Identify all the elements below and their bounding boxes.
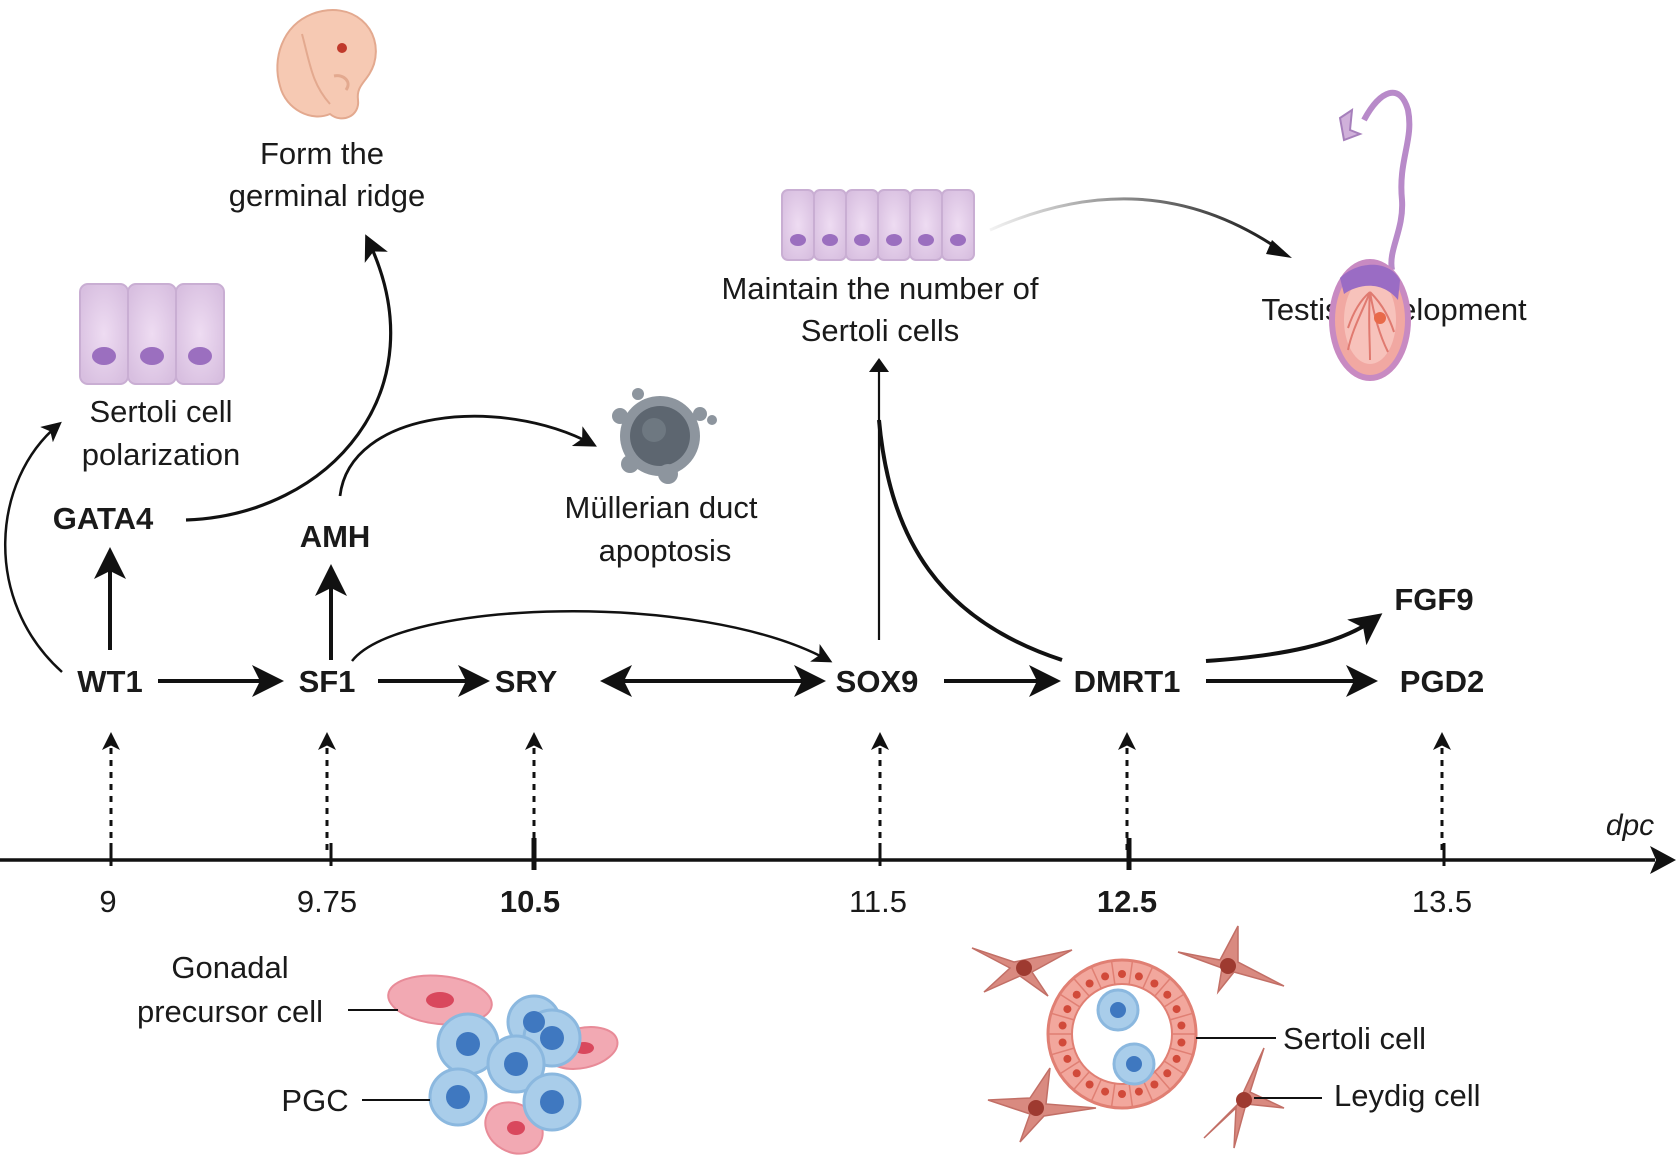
- arrow-amh-mullerian: [338, 414, 597, 497]
- time-axis: dpc 9 9.75 10.5 11.5 12.5 13.5: [0, 809, 1676, 919]
- tubule-cell-border: [1050, 1047, 1075, 1056]
- tubule-sertoli-nucleus: [1163, 990, 1172, 999]
- label-germinal-ridge-line2: germinal ridge: [229, 178, 425, 213]
- gene-sry: SRY: [495, 664, 558, 699]
- tubule-sertoli-nucleus: [1150, 979, 1159, 988]
- gene-amh: AMH: [300, 519, 371, 554]
- tubule-sertoli-nucleus: [1063, 1005, 1072, 1014]
- label-mullerian-line1: Müllerian duct: [565, 490, 758, 525]
- regulation-arrows: [4, 197, 1383, 697]
- gene-gata4: GATA4: [53, 501, 154, 536]
- arrow-dmrt1-fgf9: [1205, 613, 1383, 663]
- tubule-sertoli-nucleus: [1172, 1005, 1181, 1014]
- tubule-sertoli-nucleus: [1177, 1038, 1186, 1047]
- axis-arrowhead: [1650, 846, 1676, 874]
- dotted-arrows: [102, 732, 1451, 850]
- tubule-sertoli-nucleus: [1177, 1021, 1186, 1030]
- arrow-dmrt1-maintain-sertoli: [877, 419, 1063, 662]
- tubule-sertoli-nucleus: [1134, 1087, 1143, 1096]
- label-mullerian-line2: apoptosis: [599, 533, 732, 568]
- tubule-cell-border: [1169, 1012, 1194, 1021]
- tubule-sertoli-nucleus: [1134, 972, 1143, 981]
- tick-label-9: 9: [99, 884, 116, 919]
- seminiferous-tubule-icon: [1046, 958, 1198, 1110]
- tubule-sertoli-nucleus: [1163, 1069, 1172, 1078]
- gene-wt1: WT1: [77, 664, 142, 699]
- tubule-cell-border: [1072, 977, 1090, 997]
- embryo-icon: [276, 9, 377, 120]
- tubule-cell-border: [1090, 966, 1102, 989]
- tubule-sertoli-nucleus: [1058, 1038, 1067, 1047]
- label-sertoli-polarization-line1: Sertoli cell: [90, 394, 233, 429]
- legend-gonadal-precursor-line2: precursor cell: [137, 994, 323, 1029]
- tubule-cell-border: [1154, 977, 1172, 997]
- tubule-cell-border: [1163, 993, 1185, 1008]
- tubule-cell-border: [1059, 1060, 1081, 1075]
- tubule-sertoli-nucleus: [1085, 979, 1094, 988]
- sertoli-maintain-cells-icon: [781, 189, 975, 261]
- arrow-testis-head: [1266, 240, 1292, 258]
- tubule-sertoli-nucleus: [1072, 1069, 1081, 1078]
- tubule-cell-border: [1163, 1060, 1185, 1075]
- tick-label-13-5: 13.5: [1412, 884, 1472, 919]
- arrow-sertoli-testis: [989, 197, 1284, 254]
- tick-label-10-5: 10.5: [500, 884, 560, 919]
- tubule-sertoli-nucleus: [1118, 970, 1126, 978]
- tubule-sertoli-nucleus: [1063, 1054, 1072, 1063]
- sertoli-polarization-cells-icon: [79, 283, 225, 385]
- tubule-cell-border: [1090, 1079, 1102, 1102]
- testis-cell-legend: Sertoli cell Leydig cell: [1196, 1021, 1480, 1113]
- gene-dmrt1: DMRT1: [1074, 664, 1181, 699]
- gene-sox9: SOX9: [836, 664, 919, 699]
- germ-cell-cluster-icon: [387, 974, 619, 1155]
- tick-label-9-75: 9.75: [297, 884, 357, 919]
- tubule-cell-border: [1110, 960, 1116, 985]
- tubule-cell-border: [1154, 1071, 1172, 1091]
- legend-pgc: PGC: [281, 1083, 348, 1118]
- tick-label-11-5: 11.5: [849, 884, 907, 919]
- germ-cell-legend: Gonadal precursor cell PGC: [137, 950, 430, 1118]
- testis-icon: [1329, 89, 1413, 381]
- apoptotic-cell-icon: [612, 388, 717, 484]
- arrow-sf1-sox9: [351, 610, 833, 663]
- leydig-cell-icon: [971, 925, 1285, 1149]
- label-sertoli-polarization-line2: polarization: [82, 437, 241, 472]
- tubule-cell-border: [1072, 1071, 1090, 1091]
- tubule-sertoli-nucleus: [1150, 1080, 1159, 1089]
- gene-labels: WT1 SF1 SRY SOX9 DMRT1 PGD2 FGF9 GATA4 A…: [53, 501, 1484, 699]
- legend-leydig-cell: Leydig cell: [1334, 1078, 1480, 1113]
- arrow-wt1-sertoli-polarization: [4, 421, 63, 673]
- tubule-cell-border: [1128, 960, 1134, 985]
- label-maintain-sertoli-line2: Sertoli cells: [801, 313, 960, 348]
- axis-unit-label: dpc: [1606, 809, 1654, 842]
- tick-label-12-5: 12.5: [1097, 884, 1157, 919]
- label-maintain-sertoli-line1: Maintain the number of: [721, 271, 1038, 306]
- tubule-cell-border: [1059, 993, 1081, 1008]
- arrow-maintain-sertoli-head: [869, 358, 889, 372]
- arrow-gata4-germinal-ridge: [185, 234, 393, 522]
- gene-pgd2: PGD2: [1400, 664, 1484, 699]
- tubule-sertoli-nucleus: [1101, 1087, 1110, 1096]
- tubule-cell-border: [1169, 1047, 1194, 1056]
- tubule-cell-border: [1142, 966, 1154, 989]
- tubule-sertoli-nucleus: [1172, 1054, 1181, 1063]
- label-germinal-ridge-line1: Form the: [260, 136, 384, 171]
- tubule-cell-border: [1110, 1083, 1116, 1108]
- legend-sertoli-cell: Sertoli cell: [1283, 1021, 1426, 1056]
- tubule-cell-border: [1050, 1012, 1075, 1021]
- tubule-sertoli-nucleus: [1072, 990, 1081, 999]
- gene-sf1: SF1: [299, 664, 356, 699]
- tubule-sertoli-nucleus: [1058, 1021, 1067, 1030]
- tubule-cell-border: [1128, 1083, 1134, 1108]
- tubule-sertoli-nucleus: [1118, 1090, 1126, 1098]
- tubule-sertoli-nucleus: [1085, 1080, 1094, 1089]
- tubule-sertoli-nucleus: [1101, 972, 1110, 981]
- tubule-cell-border: [1142, 1079, 1154, 1102]
- pgc-nuclei: [446, 1011, 564, 1114]
- legend-gonadal-precursor-line1: Gonadal: [171, 950, 288, 985]
- gene-fgf9: FGF9: [1394, 582, 1473, 617]
